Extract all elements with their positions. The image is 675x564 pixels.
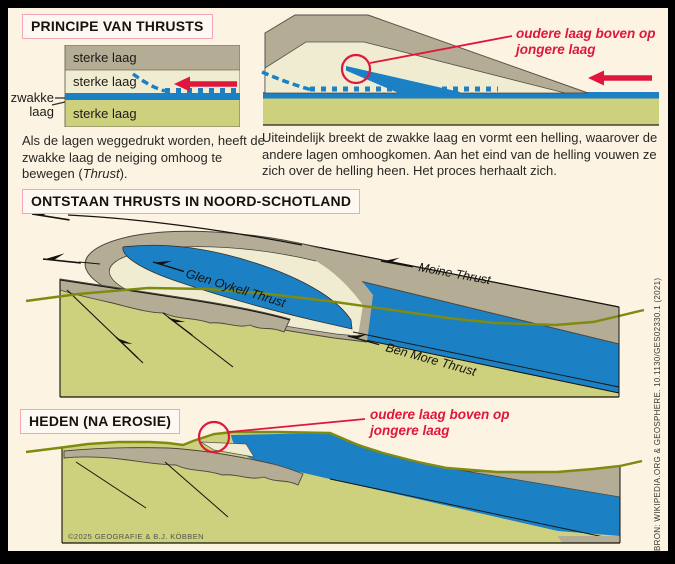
push-direction-arrow-icon: [588, 70, 652, 86]
base-olive-layer: [263, 98, 659, 125]
blue-remnant: [231, 433, 620, 536]
fold-nose-blue-lens: [122, 244, 353, 330]
fault-line: [75, 461, 147, 509]
weak-layer-label-line2: laag: [29, 104, 54, 119]
copyright-text: ©2025 GEOGRAFIE & B.J. KÖBBEN: [68, 532, 204, 541]
evolution-diagram: oudere laag boven op jongere laag: [261, 14, 659, 126]
weak-layer-dashed-line: [131, 72, 166, 93]
annotation-older-layer-line2: jongere laag: [368, 423, 450, 438]
blue-thrust-sheet: [327, 273, 619, 393]
weak-layer-dashed-line: [261, 70, 313, 92]
foreland-taupe-band: [63, 447, 304, 486]
annotation-older-layer-line2: jongere laag: [514, 42, 596, 57]
weak-blue-layer: [263, 92, 659, 99]
source-credit: BRON: WIKIPEDIA.ORG & GEOSPHERE. 10.1130…: [653, 277, 662, 551]
taupe-sliver-bottom: [558, 536, 620, 543]
glen-oykell-thrust-line: [352, 331, 620, 388]
heading-principle: PRINCIPE VAN THRUSTS: [22, 14, 213, 39]
scotland-diagram: Glen Oykell Thrust Moine Thrust Ben More…: [25, 205, 645, 398]
ben-more-thrust-line: [350, 336, 620, 394]
layer-strong-top: [65, 45, 240, 70]
infographic-content: sterke laag sterke laag sterke laag zwak…: [8, 8, 668, 551]
principle-diagram: sterke laag sterke laag sterke laag: [51, 45, 240, 127]
annotation-leader-line: [228, 418, 366, 433]
thrust-arrow-icon: [42, 250, 83, 265]
highlight-circle: [340, 53, 372, 85]
layer-label-bottom: sterke laag: [73, 106, 137, 121]
foreland-taupe-band: [59, 278, 291, 333]
heading-heden: HEDEN (NA EROSIE): [20, 409, 181, 434]
heading-scotland: ONTSTAAN THRUSTS IN NOORD-SCHOTLAND: [22, 189, 361, 214]
highlight-circle: [197, 420, 231, 454]
push-direction-arrow-icon: [174, 76, 237, 92]
caption-principle: Als de lagen weggedrukt worden, heeft de…: [22, 133, 266, 183]
erosion-surface-line: [25, 430, 643, 474]
fault-line: [164, 461, 229, 518]
layer-strong-bottom: [65, 100, 240, 127]
erosion-surface-line: [25, 286, 645, 327]
caption-principle-end: ).: [119, 166, 128, 181]
caption-principle-italic: Thrust: [82, 166, 120, 181]
annotation-older-layer-line1: oudere laag boven op: [370, 407, 510, 422]
weak-layer-label: zwakke laag: [8, 91, 54, 119]
upper-thrust-line: [67, 214, 303, 246]
cream-remnant: [199, 441, 255, 458]
layer-weak-blue: [65, 93, 240, 100]
caption-evolution: Uiteindelijk breekt de zwakke laag en vo…: [262, 130, 658, 178]
weak-label-tick: [51, 101, 66, 106]
annotation-older-layer-line1: oudere laag boven op: [516, 26, 656, 41]
moine-thrust-line: [301, 243, 620, 308]
annotation-leader-line: [369, 35, 513, 64]
layer-strong-middle: [65, 70, 240, 93]
layer-label-top: sterke laag: [73, 50, 137, 65]
layer-label-middle: sterke laag: [73, 74, 137, 89]
erosion-diagram: oudere laag boven op jongere laag ©2025 …: [25, 407, 643, 544]
caption-principle-text: Als de lagen weggedrukt worden, heeft de…: [22, 133, 265, 181]
weak-layer-label-line1: zwakke: [10, 90, 54, 105]
